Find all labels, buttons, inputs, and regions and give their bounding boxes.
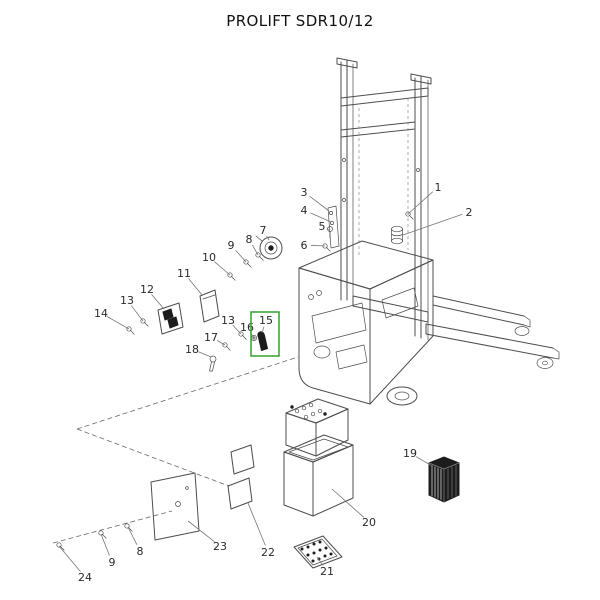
callout-1: 1 [407, 181, 442, 215]
cap-part-2 [391, 225, 403, 245]
part-number-label: 15 [259, 314, 273, 327]
grille-part-21 [293, 535, 343, 569]
switch-panel-part-12 [157, 302, 184, 335]
callout-15: 15 [259, 314, 273, 334]
callout-2: 2 [402, 206, 473, 236]
part-number-label: 13 [221, 314, 235, 327]
part-number-label: 24 [78, 571, 92, 584]
callout-12: 12 [140, 283, 165, 310]
part-number-label: 12 [140, 283, 154, 296]
key-switch-part-15 [257, 331, 269, 352]
callout-9: 9 [100, 533, 116, 569]
part-number-label: 14 [94, 307, 108, 320]
part-number-label: 9 [228, 239, 235, 252]
part-number-label: 11 [177, 267, 191, 280]
part-number-label: 9 [109, 556, 116, 569]
callout-8: 8 [246, 233, 259, 256]
page-title: PROLIFT SDR10/12 [226, 12, 374, 30]
callout-8: 8 [127, 526, 144, 558]
callout-21: 21 [316, 556, 334, 578]
part-number-label: 16 [240, 321, 254, 334]
callout-9: 9 [228, 239, 247, 263]
highlight-box-part-15 [250, 311, 280, 357]
callout-layer: 1234567891011121314131615171819202122232… [58, 181, 473, 584]
callout-11: 11 [177, 267, 203, 296]
chain-anchor-bracket [327, 205, 340, 249]
forks [425, 295, 560, 369]
part-number-label: 7 [260, 224, 267, 237]
part-number-label: 17 [204, 331, 218, 344]
fitting-part-5 [327, 226, 333, 239]
part-number-label: 8 [137, 545, 144, 558]
callout-19: 19 [403, 447, 433, 467]
part-number-label: 22 [261, 546, 275, 559]
callout-6: 6 [301, 239, 326, 252]
part-number-label: 18 [185, 343, 199, 356]
part-number-label: 2 [466, 206, 473, 219]
part-number-label: 21 [320, 565, 334, 578]
callout-5: 5 [319, 220, 331, 233]
charger-part-19 [428, 456, 460, 503]
callout-17: 17 [204, 331, 226, 346]
mast [336, 57, 432, 341]
callout-13: 13 [221, 314, 242, 335]
guide-lines [52, 356, 299, 544]
callout-7: 7 [260, 224, 270, 241]
screw-icons [56, 211, 414, 551]
part-number-label: 5 [319, 220, 326, 233]
callout-13: 13 [120, 294, 144, 322]
callout-23: 23 [187, 520, 227, 553]
callout-14: 14 [94, 307, 130, 330]
drive-wheel [386, 386, 418, 406]
part-number-label: 6 [301, 239, 308, 252]
callout-4: 4 [301, 204, 332, 223]
plate-part-11 [199, 289, 220, 323]
part-number-label: 20 [362, 516, 376, 529]
part-number-label: 19 [403, 447, 417, 460]
callout-22: 22 [247, 502, 275, 559]
horn-part-7 [255, 235, 283, 260]
part-number-label: 1 [435, 181, 442, 194]
callout-18: 18 [185, 343, 212, 358]
chassis-body [298, 240, 434, 405]
callout-24: 24 [58, 545, 92, 584]
battery-assembly-part-20 [283, 398, 354, 517]
mounting-plate-part-23 [150, 472, 200, 541]
part-number-label: 13 [120, 294, 134, 307]
callout-20: 20 [331, 488, 376, 529]
callout-3: 3 [301, 186, 330, 212]
mast-chains [358, 98, 409, 256]
part-number-label: 4 [301, 204, 308, 217]
part-number-label: 8 [246, 233, 253, 246]
callout-10: 10 [202, 251, 231, 276]
part-number-label: 3 [301, 186, 308, 199]
valve-part-18 [209, 355, 217, 372]
part-number-label: 23 [213, 540, 227, 553]
part-number-label: 10 [202, 251, 216, 264]
plates-part-22 [227, 444, 255, 510]
